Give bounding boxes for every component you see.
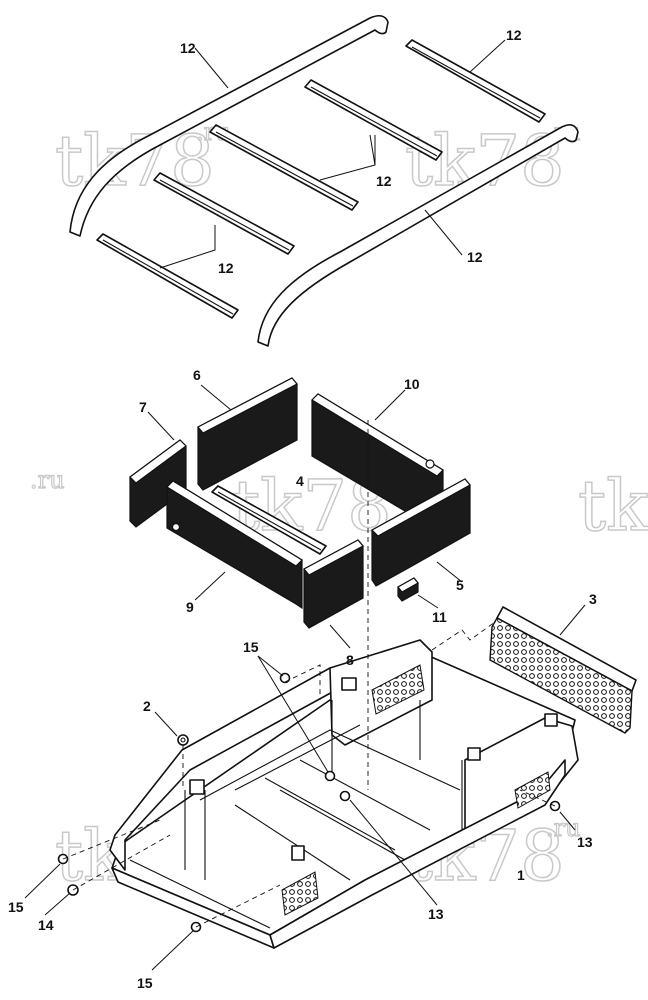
watermark-suffix: .ru xyxy=(30,466,65,494)
callout-15: 15 xyxy=(243,639,259,655)
callout-13: 13 xyxy=(428,906,444,922)
callout-12: 12 xyxy=(218,260,234,276)
callout-12: 12 xyxy=(467,249,483,265)
roof-rails-group xyxy=(69,14,579,347)
insulation-panels-group xyxy=(129,377,471,629)
fasteners-group xyxy=(57,672,561,933)
callout-4: 4 xyxy=(296,473,304,489)
assembly-lines xyxy=(62,420,556,928)
washer-15 xyxy=(324,770,336,782)
callout-10: 10 xyxy=(404,376,420,392)
roof-rail-left xyxy=(69,14,389,237)
callout-15: 15 xyxy=(137,975,153,991)
callout-9: 9 xyxy=(186,599,194,615)
callout-14: 14 xyxy=(38,917,54,933)
roof-rail-right xyxy=(257,124,579,347)
callout-13: 13 xyxy=(577,834,593,850)
callout-12: 12 xyxy=(376,173,392,189)
washer-13 xyxy=(339,790,351,802)
callout-3: 3 xyxy=(589,591,597,607)
watermark-text: tk78 xyxy=(405,120,565,202)
callout-1: 1 xyxy=(517,867,525,883)
callout-11: 11 xyxy=(432,609,447,625)
callout-labels: 12 12 12 12 12 6 7 10 4 9 5 8 11 3 2 15 … xyxy=(8,27,597,991)
watermark-text: tk78 xyxy=(578,465,648,547)
callout-12: 12 xyxy=(180,40,196,56)
callout-7: 7 xyxy=(139,399,147,415)
callout-6: 6 xyxy=(193,367,201,383)
grille-3 xyxy=(489,606,637,734)
leader-lines xyxy=(24,39,586,971)
callout-5: 5 xyxy=(456,577,464,593)
callout-15: 15 xyxy=(8,899,24,915)
callout-8: 8 xyxy=(346,652,354,668)
nut-2 xyxy=(177,734,189,746)
callout-2: 2 xyxy=(143,698,151,714)
watermark-suffix: .ru xyxy=(546,814,581,842)
callout-12: 12 xyxy=(506,27,522,43)
